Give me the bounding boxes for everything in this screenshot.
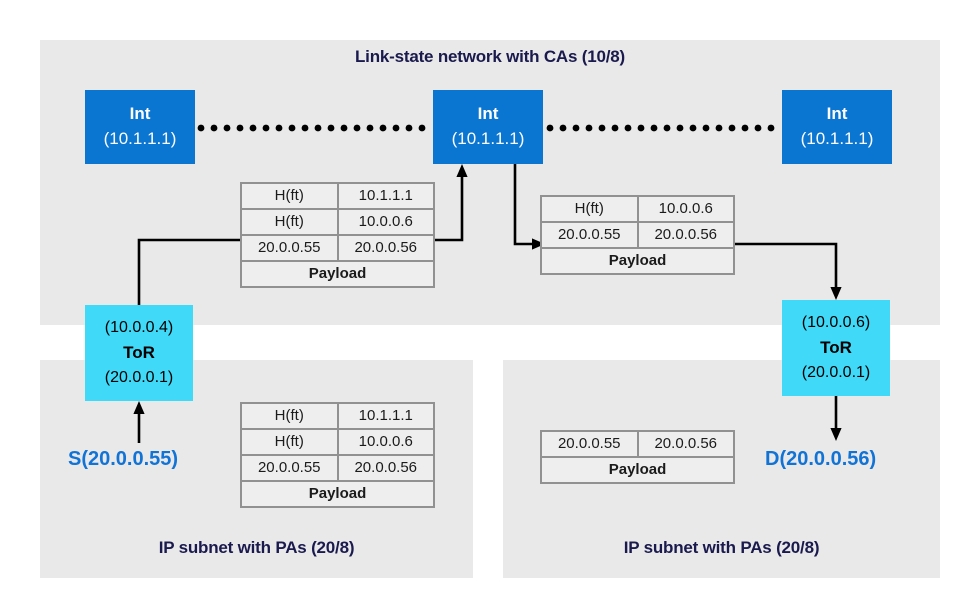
node-tor-left-label: ToR <box>123 343 155 363</box>
packet-cell: H(ft) <box>542 197 639 221</box>
packet-payload: Payload <box>608 461 667 478</box>
packet-table-c: H(ft) 10.1.1.1 H(ft) 10.0.0.6 20.0.0.55 … <box>240 402 435 508</box>
node-tor-left-ca: (10.0.0.4) <box>104 319 174 337</box>
packet-payload: Payload <box>308 265 367 282</box>
panel-title-link-state-network: Link-state network with CAs (10/8) <box>355 47 625 66</box>
node-tor-right-pa: (20.0.0.1) <box>801 363 871 381</box>
packet-cell: 20.0.0.56 <box>654 435 718 452</box>
packet-cell: 20.0.0.55 <box>542 432 639 456</box>
node-tor-right[interactable]: (10.0.0.6) ToR (20.0.0.1) <box>782 300 890 396</box>
panel-title-ip-subnet-left: IP subnet with PAs (20/8) <box>158 538 355 557</box>
packet-row: 20.0.0.55 20.0.0.56 <box>542 223 733 249</box>
packet-row: H(ft) 10.1.1.1 <box>242 184 433 210</box>
packet-cell: 20.0.0.56 <box>354 239 418 256</box>
packet-row: 20.0.0.55 20.0.0.56 <box>242 236 433 262</box>
packet-row: H(ft) 10.0.0.6 <box>242 210 433 236</box>
packet-cell: H(ft) <box>242 210 339 234</box>
packet-cell: 10.0.0.6 <box>358 213 413 230</box>
node-tor-right-ca: (10.0.0.6) <box>801 314 871 332</box>
packet-row: H(ft) 10.0.0.6 <box>242 430 433 456</box>
node-int-left[interactable]: Int (10.1.1.1) <box>85 90 195 164</box>
packet-cell: 20.0.0.56 <box>654 226 718 243</box>
node-int-middle-address: (10.1.1.1) <box>451 129 525 148</box>
packet-cell: 10.1.1.1 <box>358 187 413 204</box>
packet-cell: H(ft) <box>242 430 339 454</box>
panel-title-ip-subnet-right: IP subnet with PAs (20/8) <box>623 538 820 557</box>
node-int-right-label: Int <box>826 104 848 124</box>
packet-row: H(ft) 10.1.1.1 <box>242 404 433 430</box>
packet-cell: 20.0.0.56 <box>354 459 418 476</box>
packet-cell: 20.0.0.55 <box>542 223 639 247</box>
packet-row: H(ft) 10.0.0.6 <box>542 197 733 223</box>
packet-table-d: 20.0.0.55 20.0.0.56 Payload <box>540 430 735 484</box>
node-int-middle[interactable]: Int (10.1.1.1) <box>433 90 543 164</box>
node-int-right-address: (10.1.1.1) <box>800 129 874 148</box>
packet-cell: 10.0.0.6 <box>358 433 413 450</box>
packet-row: Payload <box>542 249 733 273</box>
node-tor-left-pa: (20.0.0.1) <box>104 368 174 386</box>
packet-cell: 20.0.0.55 <box>242 236 339 260</box>
packet-cell: 20.0.0.55 <box>242 456 339 480</box>
packet-row: 20.0.0.55 20.0.0.56 <box>242 456 433 482</box>
packet-payload: Payload <box>608 252 667 269</box>
packet-cell: H(ft) <box>242 404 339 428</box>
packet-table-a: H(ft) 10.1.1.1 H(ft) 10.0.0.6 20.0.0.55 … <box>240 182 435 288</box>
endpoint-destination-label: D(20.0.0.56) <box>765 448 877 470</box>
node-int-left-address: (10.1.1.1) <box>103 129 177 148</box>
packet-table-b: H(ft) 10.0.0.6 20.0.0.55 20.0.0.56 Paylo… <box>540 195 735 275</box>
packet-cell: 10.0.0.6 <box>658 200 713 217</box>
packet-row: Payload <box>542 458 733 482</box>
node-tor-right-label: ToR <box>820 338 852 358</box>
packet-cell: 10.1.1.1 <box>358 407 413 424</box>
packet-cell: H(ft) <box>242 184 339 208</box>
packet-row: 20.0.0.55 20.0.0.56 <box>542 432 733 458</box>
panel-link-state-network <box>40 40 940 325</box>
node-int-middle-label: Int <box>477 104 499 124</box>
packet-row: Payload <box>242 482 433 506</box>
node-int-left-label: Int <box>129 104 151 124</box>
packet-payload: Payload <box>308 485 367 502</box>
packet-row: Payload <box>242 262 433 286</box>
node-int-right[interactable]: Int (10.1.1.1) <box>782 90 892 164</box>
endpoint-source-label: S(20.0.0.55) <box>68 448 179 470</box>
node-tor-left[interactable]: (10.0.0.4) ToR (20.0.0.1) <box>85 305 193 401</box>
